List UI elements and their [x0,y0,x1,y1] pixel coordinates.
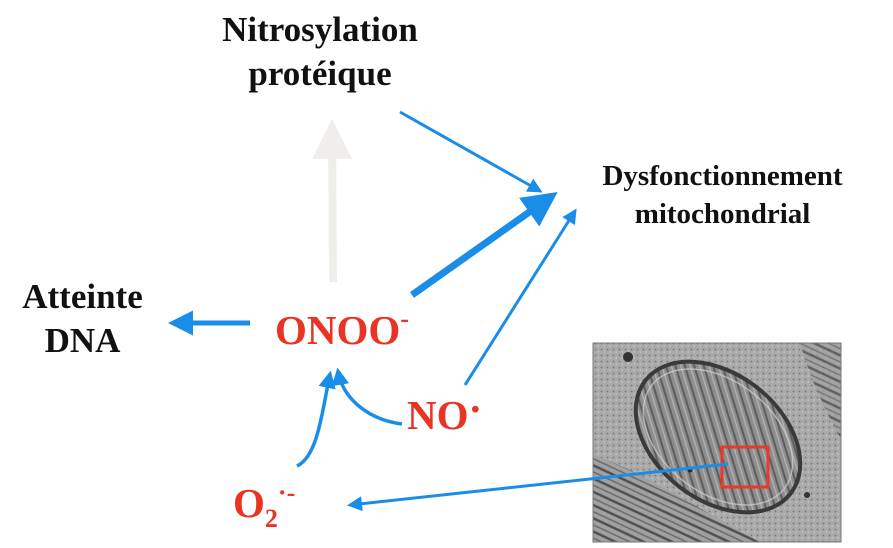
label-nitric-oxide: NO· [407,386,482,440]
arrow-no-to-dysfonctionnement [463,208,577,386]
label-dysfonctionnement-mitochondrial: Dysfonctionnement mitochondrial [565,157,880,233]
micrograph-frame [592,342,842,543]
micrograph-highlight-box [720,445,770,489]
label-nitrosylation-proteique: Nitrosylation protéique [150,8,490,96]
superoxide-base: O [233,480,265,526]
label-nitrosylation-line1: Nitrosylation [222,10,418,49]
label-nitrosylation-line2: protéique [248,54,392,93]
peroxynitrite-charge: - [400,304,409,333]
label-atteinte-line2: DNA [44,321,121,360]
mitochondria-micrograph [593,343,841,542]
arrow-onoo-to-nitrosylation [312,119,353,283]
label-atteinte-line1: Atteinte [22,277,143,316]
label-atteinte-dna: Atteinte DNA [0,275,165,363]
peroxynitrite-base: ONOO [275,307,401,353]
arrow-no-to-onoo [331,367,403,426]
label-dysfonctionnement-line2: mitochondrial [634,198,811,230]
nitric-oxide-base: NO [407,392,469,438]
arrow-o2-to-onoo [296,370,336,468]
arrow-nitrosylation-to-dysfonctionnement [399,110,543,193]
label-superoxide: O2·- [233,478,295,534]
arrow-micrograph-to-superoxide [347,462,729,512]
superoxide-charge: ·- [277,478,296,507]
arrow-onoo-to-dysfonctionnement [409,191,558,298]
label-peroxynitrite: ONOO- [275,304,409,361]
superoxide-subscript: 2 [264,504,278,533]
label-dysfonctionnement-line1: Dysfonctionnement [602,160,843,192]
nitric-oxide-radical-dot: · [468,386,483,432]
